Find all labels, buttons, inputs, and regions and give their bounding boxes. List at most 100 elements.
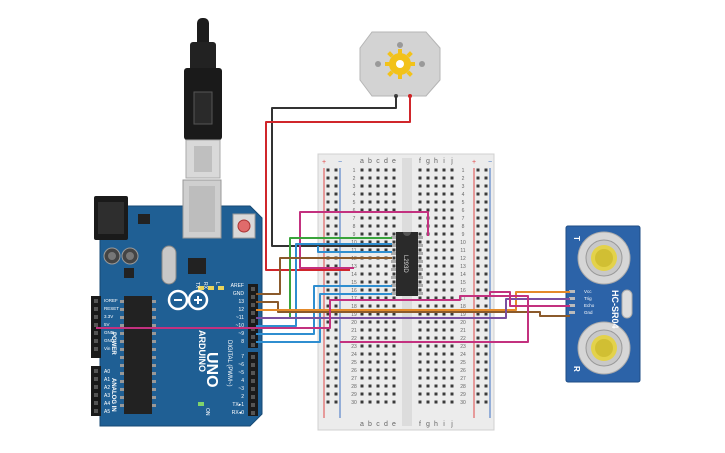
breadboard-hole[interactable] (334, 328, 338, 332)
breadboard-hole[interactable] (392, 264, 396, 268)
breadboard-hole[interactable] (426, 288, 430, 292)
breadboard-hole[interactable] (434, 216, 438, 220)
wire-purple[interactable] (256, 298, 570, 319)
breadboard-hole[interactable] (418, 352, 422, 356)
breadboard-hole[interactable] (418, 240, 422, 244)
breadboard-hole[interactable] (442, 312, 446, 316)
breadboard-hole[interactable] (426, 352, 430, 356)
breadboard-hole[interactable] (334, 352, 338, 356)
breadboard-hole[interactable] (418, 192, 422, 196)
breadboard-hole[interactable] (442, 280, 446, 284)
breadboard-hole[interactable] (326, 376, 330, 380)
breadboard-hole[interactable] (476, 344, 480, 348)
breadboard-hole[interactable] (368, 264, 372, 268)
breadboard-hole[interactable] (442, 320, 446, 324)
breadboard-hole[interactable] (334, 344, 338, 348)
breadboard-hole[interactable] (476, 224, 480, 228)
breadboard-hole[interactable] (360, 312, 364, 316)
breadboard-hole[interactable] (442, 400, 446, 404)
breadboard-hole[interactable] (450, 200, 454, 204)
breadboard-hole[interactable] (326, 296, 330, 300)
breadboard-hole[interactable] (368, 328, 372, 332)
breadboard-hole[interactable] (384, 192, 388, 196)
breadboard-hole[interactable] (392, 400, 396, 404)
breadboard-hole[interactable] (484, 328, 488, 332)
breadboard-hole[interactable] (476, 304, 480, 308)
breadboard-hole[interactable] (442, 296, 446, 300)
breadboard-hole[interactable] (476, 320, 480, 324)
breadboard-hole[interactable] (434, 400, 438, 404)
breadboard-hole[interactable] (392, 328, 396, 332)
breadboard-hole[interactable] (442, 240, 446, 244)
breadboard-hole[interactable] (484, 224, 488, 228)
arduino-uno-board[interactable]: ARDUINO UNO DIGITAL (PWM~) POWER ANALOG … (91, 179, 263, 427)
breadboard-hole[interactable] (476, 216, 480, 220)
breadboard-hole[interactable] (384, 336, 388, 340)
breadboard-hole[interactable] (334, 232, 338, 236)
breadboard-hole[interactable] (376, 288, 380, 292)
breadboard-hole[interactable] (450, 400, 454, 404)
breadboard-hole[interactable] (426, 384, 430, 388)
breadboard-hole[interactable] (384, 176, 388, 180)
breadboard-hole[interactable] (450, 176, 454, 180)
wire-red[interactable] (265, 96, 411, 271)
breadboard-hole[interactable] (376, 272, 380, 276)
breadboard-hole[interactable] (334, 360, 338, 364)
breadboard-hole[interactable] (442, 304, 446, 308)
breadboard-hole[interactable] (426, 168, 430, 172)
breadboard-hole[interactable] (376, 320, 380, 324)
breadboard-hole[interactable] (476, 328, 480, 332)
breadboard-hole[interactable] (476, 360, 480, 364)
breadboard-hole[interactable] (484, 400, 488, 404)
breadboard-hole[interactable] (418, 248, 422, 252)
breadboard-hole[interactable] (334, 272, 338, 276)
breadboard-hole[interactable] (334, 392, 338, 396)
breadboard-hole[interactable] (368, 232, 372, 236)
breadboard-hole[interactable] (426, 176, 430, 180)
breadboard-hole[interactable] (484, 256, 488, 260)
breadboard-hole[interactable] (392, 176, 396, 180)
breadboard-hole[interactable] (392, 280, 396, 284)
breadboard-hole[interactable] (442, 264, 446, 268)
breadboard-hole[interactable] (484, 200, 488, 204)
breadboard-hole[interactable] (476, 400, 480, 404)
breadboard-hole[interactable] (484, 296, 488, 300)
breadboard-hole[interactable] (426, 192, 430, 196)
breadboard-hole[interactable] (484, 352, 488, 356)
breadboard-hole[interactable] (418, 304, 422, 308)
breadboard-hole[interactable] (368, 296, 372, 300)
breadboard-hole[interactable] (484, 168, 488, 172)
breadboard-hole[interactable] (384, 328, 388, 332)
breadboard-hole[interactable] (368, 280, 372, 284)
breadboard-hole[interactable] (334, 168, 338, 172)
breadboard-hole[interactable] (476, 232, 480, 236)
wire-brown[interactable] (256, 257, 392, 295)
breadboard-hole[interactable] (384, 288, 388, 292)
breadboard-hole[interactable] (426, 200, 430, 204)
breadboard-hole[interactable] (476, 176, 480, 180)
breadboard-hole[interactable] (368, 360, 372, 364)
breadboard-hole[interactable] (360, 376, 364, 380)
breadboard-hole[interactable] (334, 304, 338, 308)
breadboard-hole[interactable] (384, 240, 388, 244)
breadboard-hole[interactable] (384, 392, 388, 396)
breadboard-hole[interactable] (384, 184, 388, 188)
breadboard-hole[interactable] (368, 392, 372, 396)
breadboard-hole[interactable] (476, 208, 480, 212)
wire-blue[interactable] (317, 246, 392, 253)
breadboard-hole[interactable] (334, 192, 338, 196)
breadboard-hole[interactable] (334, 176, 338, 180)
wire-orange[interactable] (256, 291, 570, 311)
breadboard-hole[interactable] (450, 256, 454, 260)
breadboard-hole[interactable] (450, 224, 454, 228)
breadboard-hole[interactable] (442, 328, 446, 332)
breadboard-hole[interactable] (426, 368, 430, 372)
breadboard-hole[interactable] (476, 376, 480, 380)
breadboard-hole[interactable] (334, 216, 338, 220)
breadboard-hole[interactable] (476, 192, 480, 196)
breadboard-hole[interactable] (476, 368, 480, 372)
dc-motor[interactable] (359, 31, 441, 98)
breadboard-hole[interactable] (450, 336, 454, 340)
breadboard-hole[interactable] (368, 208, 372, 212)
breadboard-hole[interactable] (384, 168, 388, 172)
